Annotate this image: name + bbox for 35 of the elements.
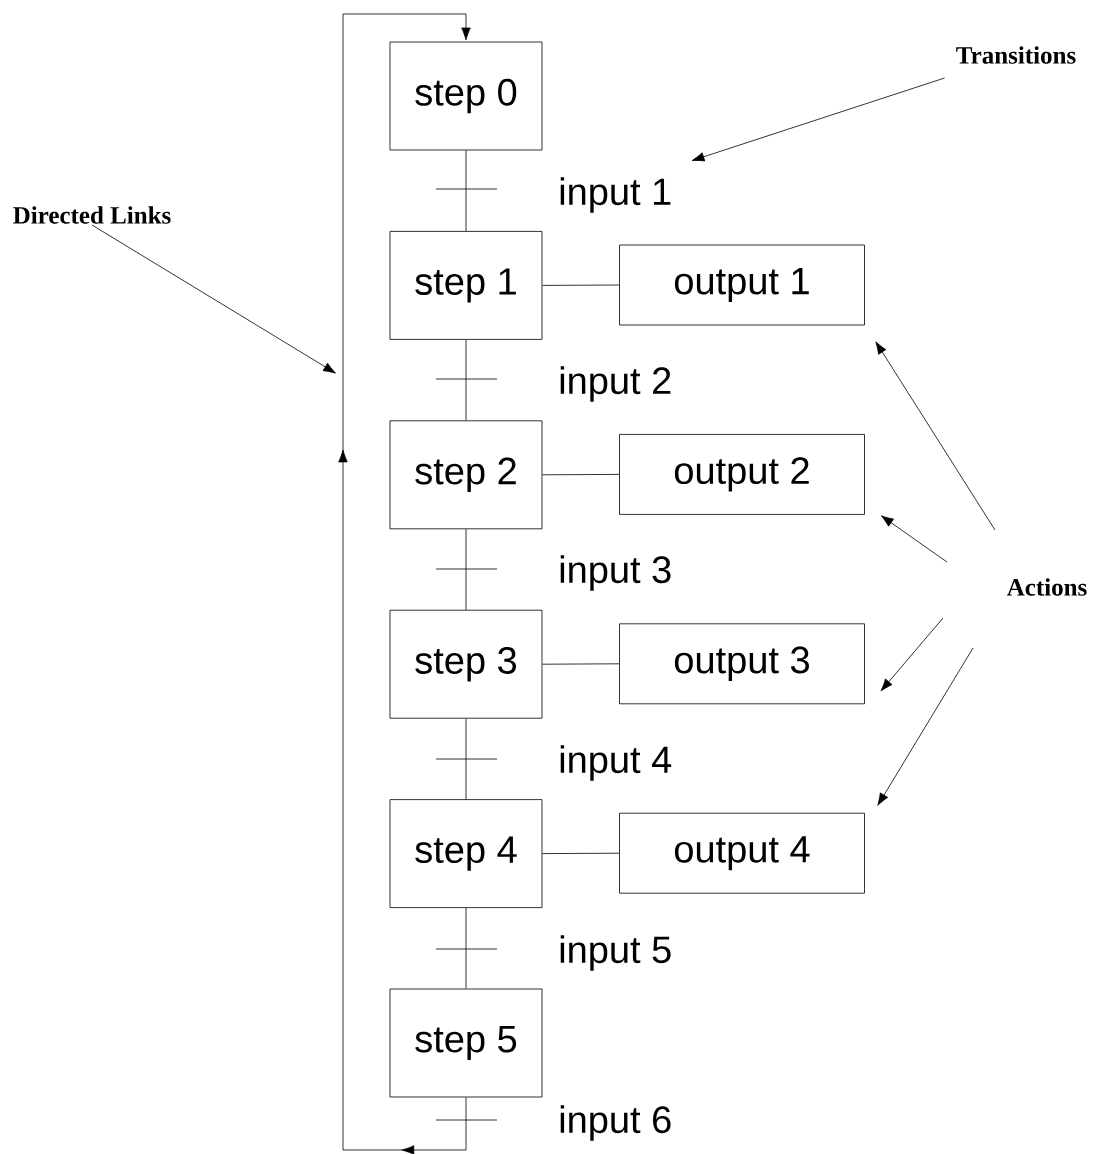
step-box: step 0: [389, 41, 543, 151]
action-line: [542, 474, 620, 476]
link-line: [465, 339, 467, 421]
annotation-label: Actions: [1007, 578, 1087, 596]
action-box: output 3: [619, 623, 865, 705]
link-line: [465, 718, 467, 800]
action-line: [542, 663, 620, 665]
leader-arrow: [91, 224, 336, 374]
annotation-label: Transitions: [956, 46, 1076, 64]
leader-arrow: [875, 341, 996, 531]
transition-label: input 6: [560, 1105, 671, 1141]
link-line: [465, 907, 467, 989]
transition-label: input 5: [560, 935, 671, 971]
step-box: step 2: [389, 420, 543, 530]
annotation-label: Directed Links: [13, 206, 171, 224]
step-box: step 1: [389, 231, 543, 340]
action-box: output 4: [619, 812, 865, 894]
leader-arrow: [691, 77, 945, 162]
transition-label: input 4: [560, 745, 672, 781]
leader-arrow: [880, 617, 944, 692]
transition-label: input 2: [560, 366, 671, 402]
transition-label: input 1: [560, 177, 671, 213]
step-box: step 3: [389, 609, 543, 719]
action-box: output 1: [619, 244, 865, 326]
leader-arrow: [880, 515, 948, 563]
action-line: [542, 852, 620, 854]
leader-arrow: [877, 647, 974, 806]
step-box: step 4: [389, 799, 543, 908]
action-box: output 2: [619, 434, 865, 515]
link-line: [465, 150, 467, 232]
link-line: [465, 528, 467, 611]
loop-arrow: [338, 13, 471, 1154]
transition-label: input 3: [560, 555, 671, 591]
action-line: [542, 284, 620, 286]
step-box: step 5: [389, 988, 543, 1098]
